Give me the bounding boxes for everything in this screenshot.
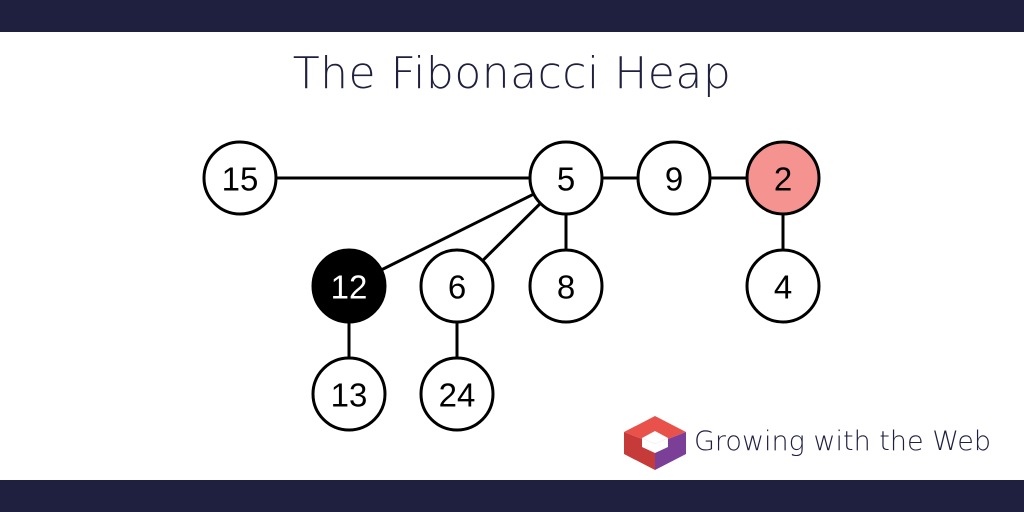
heap-node-24: 24 (419, 356, 495, 432)
node-circle (745, 140, 821, 216)
heap-node-9: 9 (636, 140, 712, 216)
node-key-label: 4 (774, 269, 792, 306)
node-circle (311, 248, 387, 324)
heap-node-2: 2 (745, 140, 821, 216)
heap-node-8: 8 (528, 248, 604, 324)
brand[interactable]: Growing with the Web (622, 414, 1002, 472)
heap-node-12: 12 (311, 248, 387, 324)
node-circle (419, 248, 495, 324)
top-bar (0, 0, 1024, 32)
brand-name: Growing with the Web (694, 426, 992, 457)
node-circle (745, 248, 821, 324)
node-key-label: 15 (222, 161, 259, 198)
node-circle (419, 356, 495, 432)
node-key-label: 9 (665, 161, 683, 198)
heap-node-5: 5 (528, 140, 604, 216)
node-circle (311, 356, 387, 432)
node-key-label: 5 (557, 161, 575, 198)
node-key-label: 6 (448, 269, 466, 306)
node-key-label: 13 (331, 377, 368, 414)
node-circle (528, 140, 604, 216)
node-circle (202, 140, 278, 216)
heap-node-13: 13 (311, 356, 387, 432)
node-key-label: 24 (439, 377, 476, 414)
node-circle (528, 248, 604, 324)
child-edge (348, 176, 567, 288)
bottom-bar (0, 480, 1024, 512)
nodes-group: 15 5 9 2 12 6 8 4 13 24 (202, 140, 821, 432)
heap-node-15: 15 (202, 140, 278, 216)
heap-node-6: 6 (419, 248, 495, 324)
node-key-label: 8 (557, 269, 575, 306)
node-key-label: 2 (774, 161, 792, 198)
node-circle (636, 140, 712, 216)
heap-node-4: 4 (745, 248, 821, 324)
gwtw-cube-logo-icon (624, 416, 686, 470)
node-key-label: 12 (331, 269, 368, 306)
page-title: The Fibonacci Heap (292, 48, 732, 99)
